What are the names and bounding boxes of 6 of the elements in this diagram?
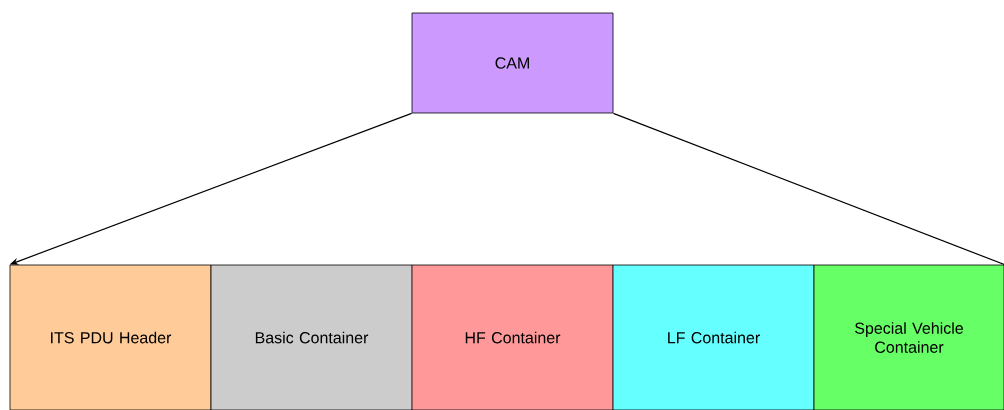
container-box: Basic Container	[210, 264, 413, 410]
container-box: ITS PDU Header	[9, 264, 212, 410]
message-box: CAM	[411, 12, 614, 114]
container-box: Special Vehicle Container	[813, 264, 1004, 410]
container-box: LF Container	[612, 264, 815, 410]
container-box: HF Container	[411, 264, 614, 410]
